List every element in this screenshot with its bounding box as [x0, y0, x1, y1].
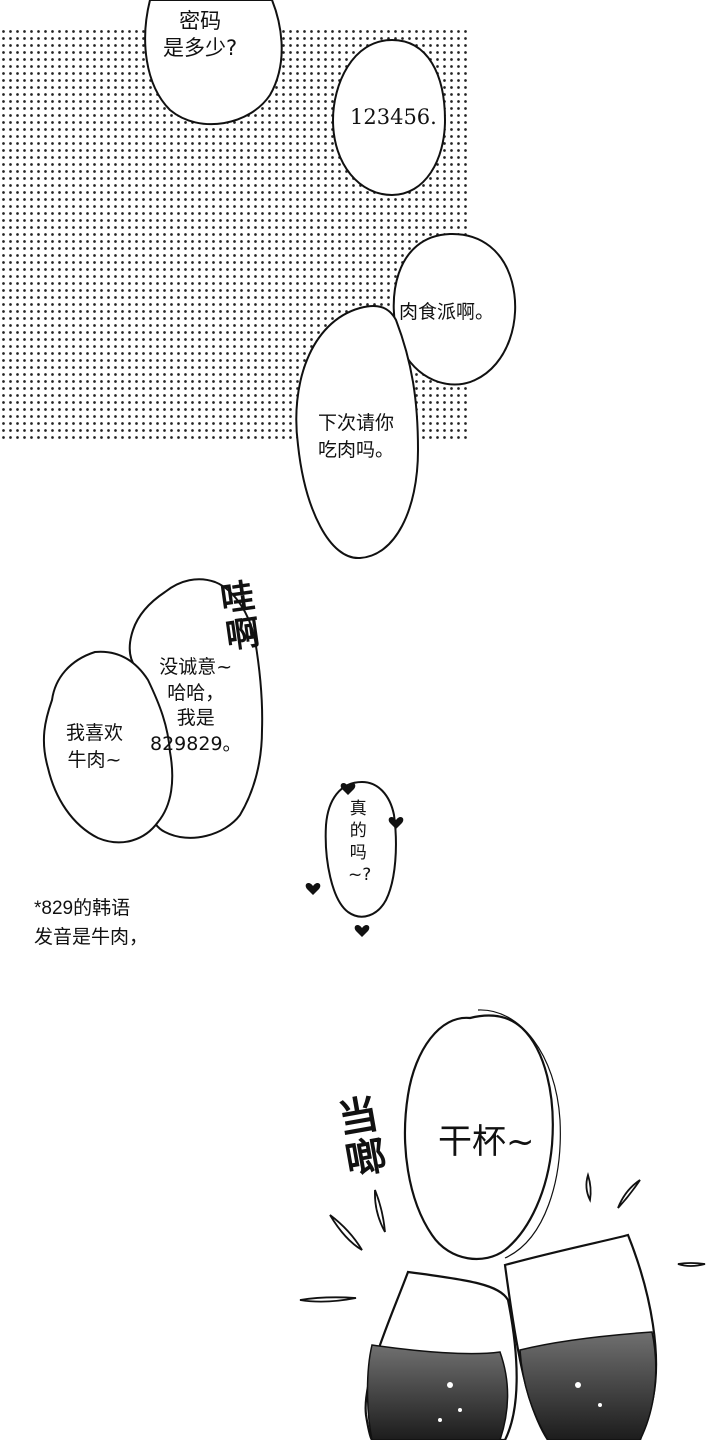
- speech-bubble-password-question: [144, 0, 283, 126]
- wine-glass-icon: [364, 1270, 518, 1440]
- speech-bubble-cheers: [403, 1014, 554, 1261]
- translator-note: *829的韩语 发音是牛肉，: [34, 898, 149, 948]
- password-answer-text: 123456.: [350, 105, 437, 129]
- really-text: 真的吗~?: [348, 799, 372, 886]
- speech-bubble-password-answer: [331, 38, 447, 197]
- carnivore-text: 肉食派啊。: [399, 301, 495, 323]
- cloud-bubble-likes-beef: [42, 650, 174, 844]
- speech-bubble-treat-meat: [295, 305, 420, 560]
- heart-icon: [305, 782, 404, 937]
- speech-bubble-cheers-outline: [477, 1009, 561, 1259]
- speech-bubble-really: [324, 780, 397, 918]
- sparkle-drop-icon: [299, 1171, 706, 1303]
- wine-glass-icon: [503, 1233, 658, 1440]
- password-question-text: 密码 是多少?: [163, 9, 238, 61]
- speech-bubble-carnivore: [392, 232, 517, 386]
- likes-beef-text: 我喜欢 牛肉~: [66, 722, 124, 771]
- cheers-text: 干杯~: [438, 1122, 535, 1162]
- treat-meat-text: 下次请你 吃肉吗。: [318, 412, 395, 461]
- insincere-text: 没诚意~ 哈哈， 我是 829829。: [150, 656, 242, 755]
